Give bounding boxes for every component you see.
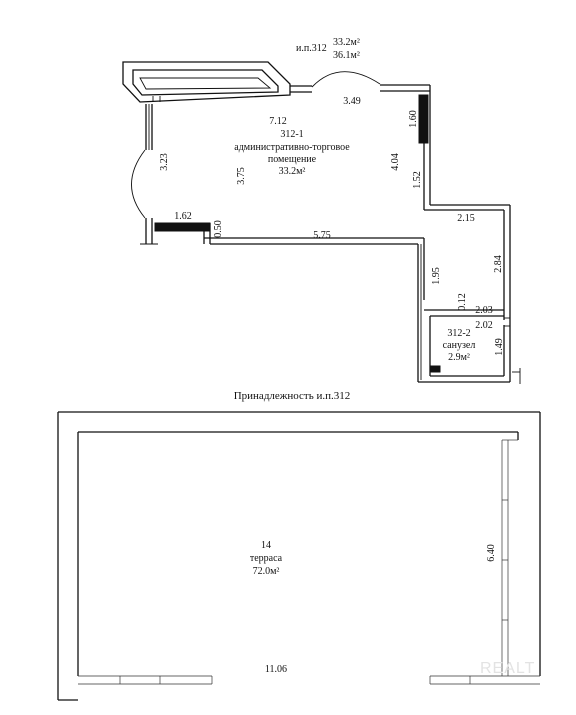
room-312-2-area: 2.9м² xyxy=(448,352,470,363)
room-312-2-name: санузел xyxy=(443,340,476,351)
terrace-area: 72.0м² xyxy=(253,566,280,577)
terrace-name: терраса xyxy=(250,553,283,564)
dim-inner-height: 3.75 xyxy=(236,167,247,185)
ownership-caption: Принадлежность и.п.312 xyxy=(234,390,351,402)
terrace-width: 11.06 xyxy=(265,664,287,675)
terrace-walls xyxy=(57,411,541,701)
unit-label: и.п.312 xyxy=(296,43,327,54)
dim-bottom-width: 5.75 xyxy=(313,230,331,241)
area-total: 36.1м² xyxy=(333,50,360,61)
dim-right-lower: 1.52 xyxy=(412,171,423,189)
room-312-1-area: 33.2м² xyxy=(279,166,306,177)
watermark: REALT xyxy=(480,660,535,677)
dim-stub-height: 0.50 xyxy=(213,220,224,238)
dim-corridor: 1.95 xyxy=(431,267,442,285)
dim-bath-a: 2.03 xyxy=(475,305,493,316)
dim-right-full: 2.84 xyxy=(493,255,504,273)
dim-step-width: 2.15 xyxy=(457,213,475,224)
room-312-1-number: 312-1 xyxy=(280,129,303,140)
area-main: 33.2м² xyxy=(333,37,360,48)
dim-right-upper: 1.60 xyxy=(408,110,419,128)
dim-right-mid: 4.04 xyxy=(390,153,401,171)
room-312-1-name-line1: административно-торговое xyxy=(234,142,350,153)
dim-top-right: 3.49 xyxy=(343,96,361,107)
room-312-2-walls xyxy=(418,309,521,384)
dim-stub-width: 1.62 xyxy=(174,211,192,222)
terrace-number: 14 xyxy=(261,540,271,551)
dim-bath-b: 2.02 xyxy=(475,320,493,331)
dim-bath-height: 1.49 xyxy=(494,338,505,356)
dim-small-gap: 0.12 xyxy=(457,293,468,311)
room-312-1-name-line2: помещение xyxy=(268,154,317,165)
room-312-2-number: 312-2 xyxy=(447,328,470,339)
dim-top-width: 7.12 xyxy=(269,116,287,127)
terrace-height: 6.40 xyxy=(486,544,497,562)
room-312-1-walls xyxy=(122,61,511,382)
dim-left-height: 3.23 xyxy=(159,153,170,171)
